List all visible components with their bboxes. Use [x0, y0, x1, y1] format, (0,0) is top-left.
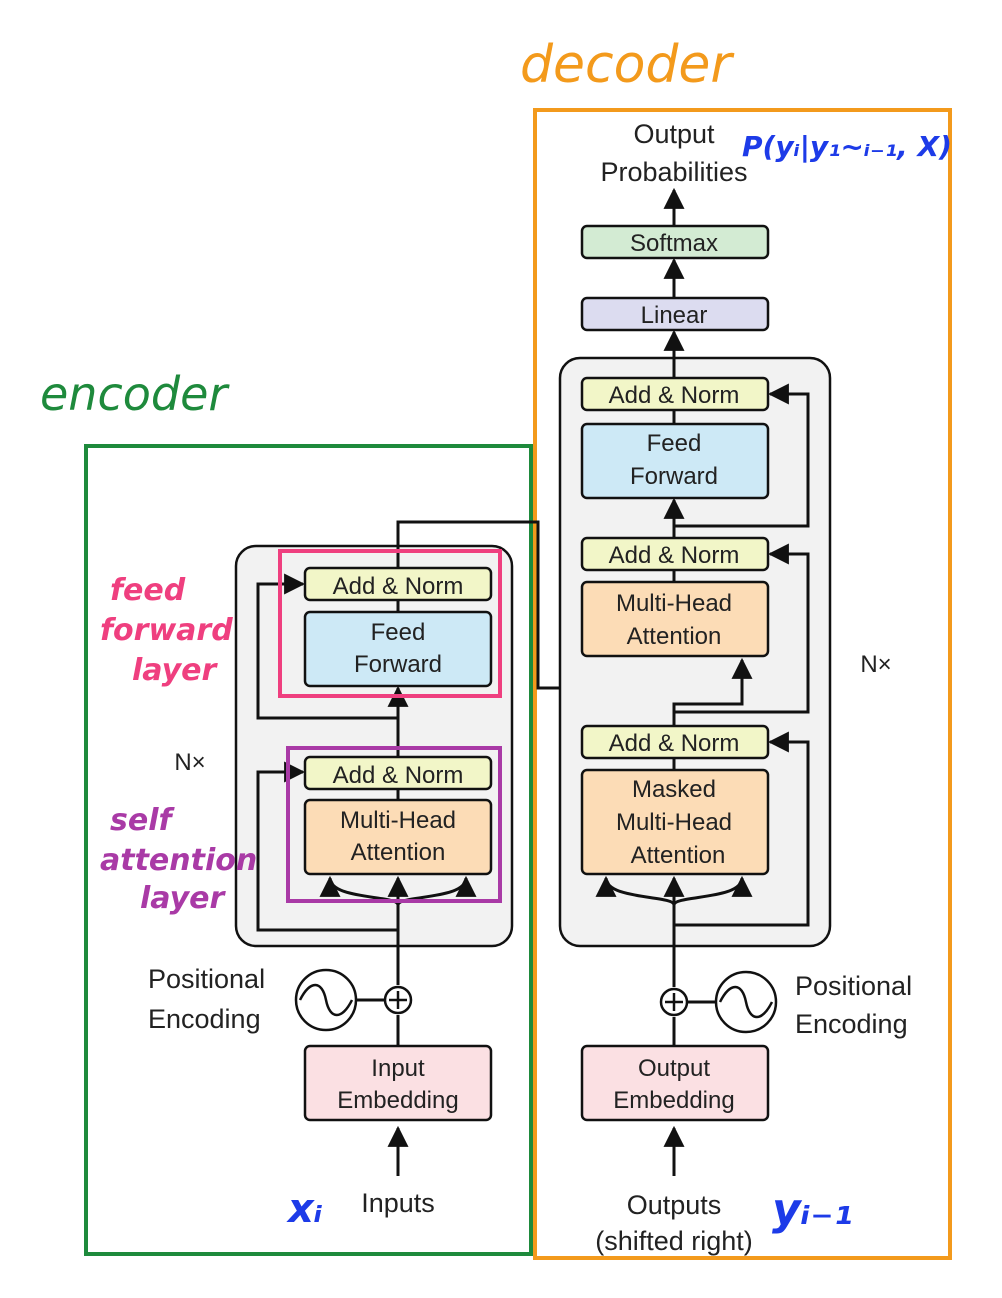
- ff-note-line-1: feed: [110, 573, 186, 608]
- decoder-add-norm-top: [580, 376, 770, 412]
- decoder-linear: [580, 296, 770, 332]
- encoder-pos-label-2: Encoding: [148, 1004, 261, 1034]
- decoder-multi-head: [580, 580, 770, 658]
- outputs-label-2: (shifted right): [595, 1226, 753, 1256]
- encoder-ff-label-2: Forward: [354, 651, 442, 678]
- encoder-input-symbol: xᵢ: [286, 1186, 323, 1232]
- outputs-label-1: Outputs: [627, 1190, 722, 1220]
- self-attention-frame: [286, 746, 502, 903]
- decoder-connections: [595, 187, 810, 1176]
- output-prob-label-2: Probabilities: [600, 157, 747, 187]
- output-prob-label-1: Output: [633, 119, 715, 149]
- decoder-add-norm-bottom-label: Add & Norm: [609, 730, 740, 757]
- decoder-emb-label-2: Embedding: [613, 1087, 734, 1114]
- encoder-mha-label-1: Multi-Head: [340, 807, 456, 834]
- encoder-add-norm-top-label: Add & Norm: [333, 573, 464, 600]
- encoder-inputs-label: Inputs: [361, 1188, 435, 1218]
- ff-note-line-2: forward: [100, 613, 233, 648]
- encoder-frame: [84, 444, 533, 1256]
- linear-label: Linear: [641, 302, 708, 329]
- decoder-add-norm-mid: [580, 536, 770, 572]
- encoder-ff-label-1: Feed: [371, 619, 426, 646]
- decoder-output-embedding: [580, 1044, 770, 1122]
- encoder-mha-label-2: Attention: [351, 839, 446, 866]
- encoder-emb-label-1: Input: [371, 1055, 425, 1082]
- masked-mha-label-3: Attention: [631, 842, 726, 869]
- encoder-add-norm-bottom-label: Add & Norm: [333, 762, 464, 789]
- decoder-ff-label-2: Forward: [630, 463, 718, 490]
- decoder-handwritten-label: decoder: [520, 35, 735, 95]
- decoder-softmax: [580, 224, 770, 260]
- sa-note-line-2: attention: [100, 843, 257, 878]
- decoder-add-norm-mid-label: Add & Norm: [609, 542, 740, 569]
- sa-note-line-1: self: [110, 803, 175, 838]
- encoder-feed-forward: [303, 610, 493, 688]
- encoder-multi-head: [303, 798, 493, 876]
- masked-mha-label-1: Masked: [632, 776, 716, 803]
- ff-note-line-3: layer: [132, 653, 219, 688]
- encoder-add-norm-bottom: [303, 755, 493, 791]
- feed-forward-frame: [278, 549, 502, 698]
- decoder-pos-label-1: Positional: [795, 971, 912, 1001]
- encoder-pos-label-1: Positional: [148, 964, 265, 994]
- decoder-feed-forward: [580, 422, 770, 500]
- sa-note-line-3: layer: [140, 881, 227, 916]
- decoder-mha-label-1: Multi-Head: [616, 590, 732, 617]
- encoder-nx-label: N×: [174, 749, 205, 776]
- decoder-mha-label-2: Attention: [627, 623, 722, 650]
- masked-mha-label-2: Multi-Head: [616, 809, 732, 836]
- encoder-handwritten-label: encoder: [40, 367, 230, 421]
- decoder-add-norm-top-label: Add & Norm: [609, 382, 740, 409]
- encoder-add-norm-top: [303, 566, 493, 602]
- encoder-input-embedding: [303, 1044, 493, 1122]
- decoder-pos-label-2: Encoding: [795, 1009, 908, 1039]
- decoder-ff-label-1: Feed: [647, 430, 702, 457]
- decoder-emb-label-1: Output: [638, 1055, 710, 1082]
- softmax-label: Softmax: [630, 230, 718, 257]
- output-prob-formula: P(yᵢ|y₁~ᵢ₋₁, X): [742, 130, 952, 163]
- decoder-masked-multi-head: [580, 768, 770, 876]
- decoder-frame: [533, 108, 952, 1260]
- decoder-input-symbol: yᵢ₋₁: [772, 1184, 853, 1235]
- decoder-add-norm-bottom: [580, 724, 770, 760]
- decoder-nx-label: N×: [860, 651, 891, 678]
- encoder-emb-label-2: Embedding: [337, 1087, 458, 1114]
